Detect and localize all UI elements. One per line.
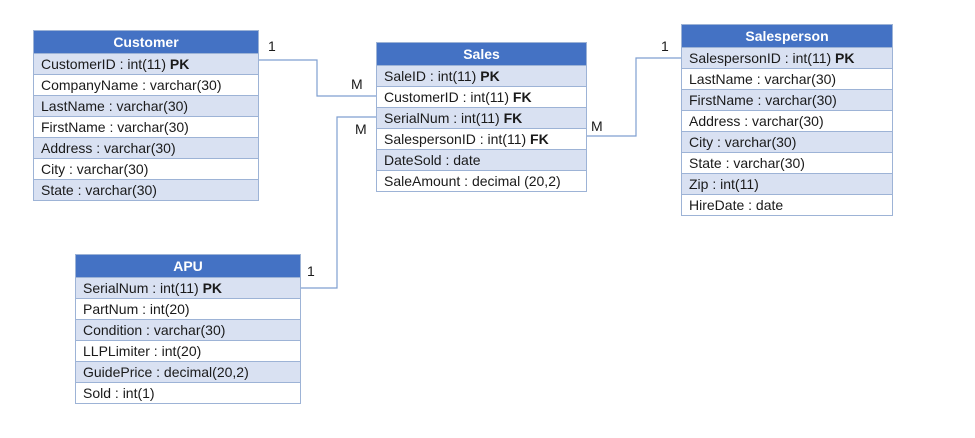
field-text: CompanyName : varchar(30) xyxy=(41,77,222,93)
customer-table[interactable]: Customer CustomerID : int(11) PK Company… xyxy=(33,30,259,201)
field-text: SaleAmount : decimal (20,2) xyxy=(384,173,561,189)
apu-table-title: APU xyxy=(76,255,300,277)
field-text: SalespersonID : int(11) xyxy=(384,131,531,147)
field-text: HireDate : date xyxy=(689,197,784,213)
field-text: SerialNum : int(11) xyxy=(384,110,504,126)
field-text: Address : varchar(30) xyxy=(41,140,176,156)
apu-field[interactable]: LLPLimiter : int(20) xyxy=(76,340,300,361)
field-text: LLPLimiter : int(20) xyxy=(83,343,202,359)
salesperson-field[interactable]: FirstName : varchar(30) xyxy=(682,89,892,110)
field-text: FirstName : varchar(30) xyxy=(689,92,837,108)
field-text: Sold : int(1) xyxy=(83,385,155,401)
field-text: Condition : varchar(30) xyxy=(83,322,226,338)
primary-key-marker: PK xyxy=(835,50,855,66)
primary-key-marker: PK xyxy=(480,68,500,84)
connector-apu-sales xyxy=(301,116,376,289)
salesperson-field[interactable]: LastName : varchar(30) xyxy=(682,68,892,89)
apu-table[interactable]: APU SerialNum : int(11) PK PartNum : int… xyxy=(75,254,301,404)
sales-table[interactable]: Sales SaleID : int(11) PK CustomerID : i… xyxy=(376,42,587,192)
field-text: FirstName : varchar(30) xyxy=(41,119,189,135)
salesperson-field[interactable]: Address : varchar(30) xyxy=(682,110,892,131)
sales-table-title: Sales xyxy=(377,43,586,65)
connector-salesperson-sales xyxy=(587,57,681,137)
cardinality-customer-one: 1 xyxy=(268,38,276,54)
field-text: LastName : varchar(30) xyxy=(689,71,837,87)
customer-field[interactable]: State : varchar(30) xyxy=(34,179,258,200)
customer-field[interactable]: FirstName : varchar(30) xyxy=(34,116,258,137)
foreign-key-marker: FK xyxy=(530,131,549,147)
field-text: CustomerID : int(11) xyxy=(384,89,513,105)
field-text: Zip : int(11) xyxy=(689,176,759,192)
connector-customer-sales xyxy=(259,59,376,97)
field-text: SerialNum : int(11) xyxy=(83,280,203,296)
field-text: SalespersonID : int(11) xyxy=(689,50,836,66)
sales-field[interactable]: SaleAmount : decimal (20,2) xyxy=(377,170,586,191)
primary-key-marker: PK xyxy=(169,56,190,72)
customer-field[interactable]: CompanyName : varchar(30) xyxy=(34,74,258,95)
apu-field[interactable]: GuidePrice : decimal(20,2) xyxy=(76,361,300,382)
customer-table-title: Customer xyxy=(34,31,258,53)
salesperson-field[interactable]: State : varchar(30) xyxy=(682,152,892,173)
sales-field[interactable]: CustomerID : int(11) FK xyxy=(377,86,586,107)
cardinality-salesperson-one: 1 xyxy=(661,38,669,54)
cardinality-apu-one: 1 xyxy=(307,263,315,279)
field-text: State : varchar(30) xyxy=(41,182,157,198)
sales-field[interactable]: DateSold : date xyxy=(377,149,586,170)
cardinality-sales-many-apu: M xyxy=(355,121,367,137)
salesperson-field[interactable]: City : varchar(30) xyxy=(682,131,892,152)
field-text: State : varchar(30) xyxy=(689,155,805,171)
field-text: SaleID : int(11) xyxy=(384,68,481,84)
field-text: PartNum : int(20) xyxy=(83,301,190,317)
customer-field[interactable]: CustomerID : int(11) PK xyxy=(34,53,258,74)
apu-field[interactable]: Condition : varchar(30) xyxy=(76,319,300,340)
apu-field[interactable]: SerialNum : int(11) PK xyxy=(76,277,300,298)
field-text: Address : varchar(30) xyxy=(689,113,824,129)
salesperson-field[interactable]: Zip : int(11) xyxy=(682,173,892,194)
apu-field[interactable]: Sold : int(1) xyxy=(76,382,300,403)
field-text: City : varchar(30) xyxy=(689,134,797,150)
salesperson-field[interactable]: HireDate : date xyxy=(682,194,892,215)
foreign-key-marker: FK xyxy=(503,110,523,126)
cardinality-sales-many-customer: M xyxy=(351,76,363,92)
field-text: GuidePrice : decimal(20,2) xyxy=(83,364,249,380)
salesperson-field[interactable]: SalespersonID : int(11) PK xyxy=(682,47,892,68)
field-text: LastName : varchar(30) xyxy=(41,98,189,114)
field-text: CustomerID : int(11) xyxy=(41,56,170,72)
sales-field[interactable]: SalespersonID : int(11) FK xyxy=(377,128,586,149)
salesperson-table-title: Salesperson xyxy=(682,25,892,47)
sales-field[interactable]: SerialNum : int(11) FK xyxy=(377,107,586,128)
customer-field[interactable]: LastName : varchar(30) xyxy=(34,95,258,116)
field-text: DateSold : date xyxy=(384,152,481,168)
cardinality-sales-many-salesperson: M xyxy=(591,118,603,134)
primary-key-marker: PK xyxy=(202,280,223,296)
sales-field[interactable]: SaleID : int(11) PK xyxy=(377,65,586,86)
salesperson-table[interactable]: Salesperson SalespersonID : int(11) PK L… xyxy=(681,24,893,216)
apu-field[interactable]: PartNum : int(20) xyxy=(76,298,300,319)
customer-field[interactable]: City : varchar(30) xyxy=(34,158,258,179)
field-text: City : varchar(30) xyxy=(41,161,149,177)
customer-field[interactable]: Address : varchar(30) xyxy=(34,137,258,158)
foreign-key-marker: FK xyxy=(512,89,532,105)
